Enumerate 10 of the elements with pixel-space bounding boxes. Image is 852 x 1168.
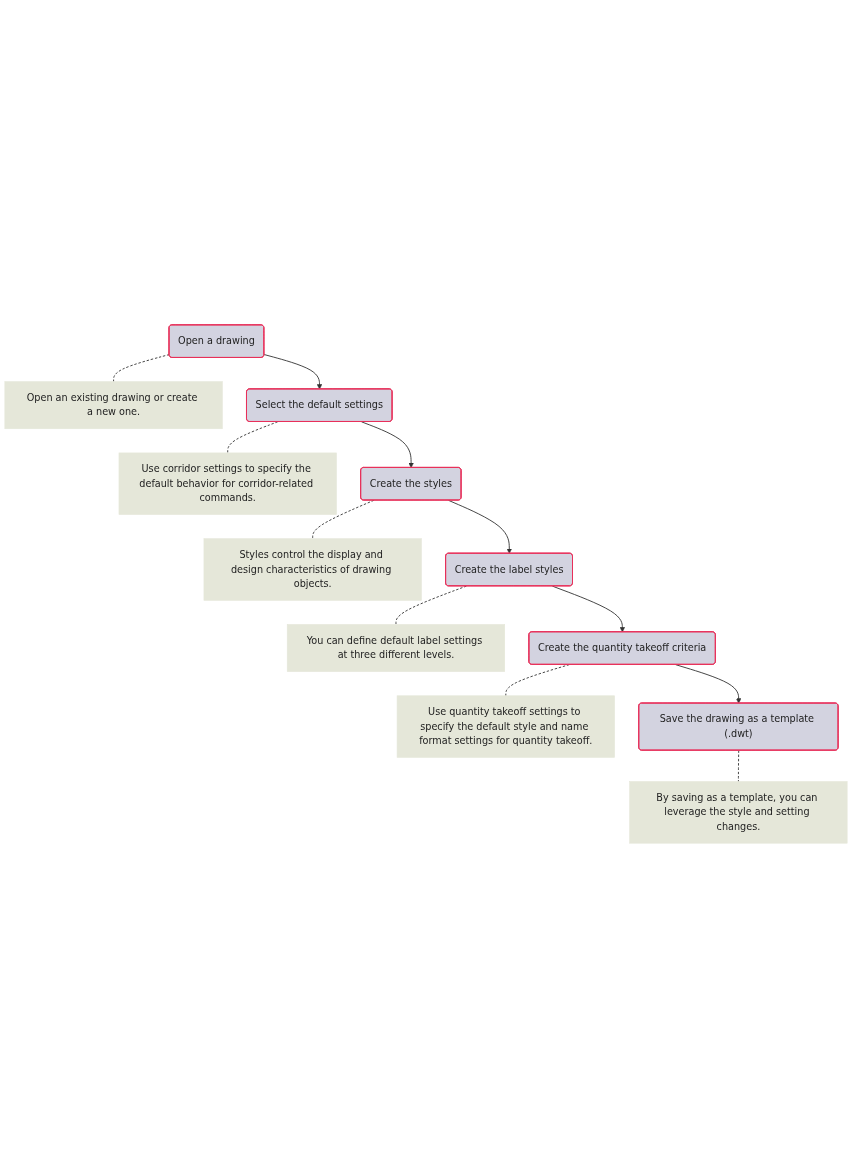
node-box: By saving as a template, you can leverage the style and setting changes. [629,781,848,844]
connector [737,749,740,782]
node-box: Styles control the display and design characteristics of drawing objects. [203,538,422,601]
node-box: You can define default label settings at three different levels. [286,624,505,672]
connector [227,421,279,454]
node-box: Use corridor settings to specify the default behavior for corridor-related commands. [118,452,337,515]
connector [113,354,170,383]
connector [395,585,467,625]
node-box: Open an existing drawing or create a new one. [4,381,223,430]
node-box: Use quantity takeoff settings to specify the default style and name format settings for quantity takeoff. [396,695,615,758]
